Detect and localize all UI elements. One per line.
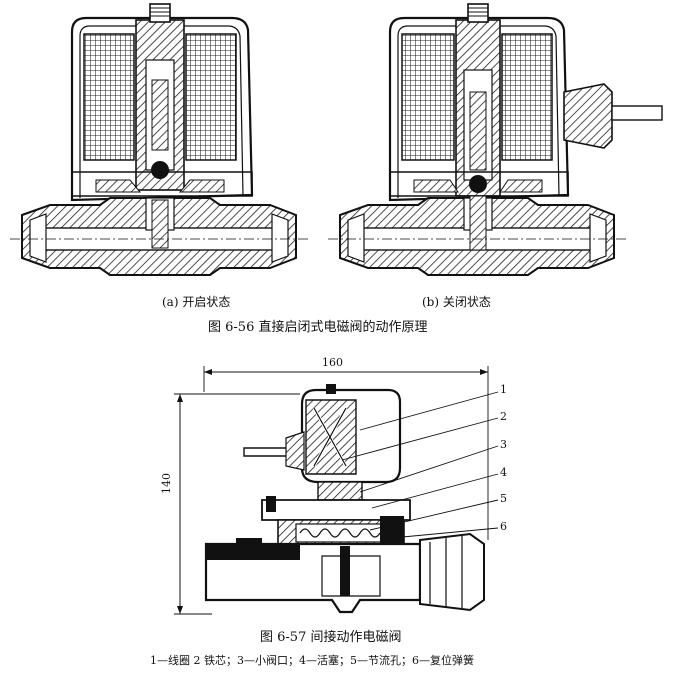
cable-gland xyxy=(563,83,613,149)
callout-5: 5 xyxy=(500,492,507,505)
figure-57-legend: 1—线圈 2 铁芯；3—小阀口；4—活塞；5—节流孔；6—复位弹簧 xyxy=(150,654,474,667)
callout-leaders xyxy=(341,391,499,539)
figure-56-caption: 图 6-56 直接启闭式电磁阀的动作原理 xyxy=(208,320,428,335)
callout-4: 4 xyxy=(500,466,507,479)
coil-winding-right xyxy=(185,33,237,161)
coil-winding-left xyxy=(83,33,135,161)
dimension-width-label: 160 xyxy=(322,356,343,369)
callout-3: 3 xyxy=(500,438,507,451)
subcaption-open-state: (a) 开启状态 xyxy=(162,295,231,309)
callout-1: 1 xyxy=(500,383,507,396)
callout-6: 6 xyxy=(500,520,507,533)
fitting-nut xyxy=(419,532,485,612)
indirect-valve-drawing xyxy=(174,366,489,615)
coil-winding-left xyxy=(401,33,455,161)
dimension-height-label: 140 xyxy=(160,473,173,494)
callout-2: 2 xyxy=(500,410,507,423)
coil-winding-right xyxy=(501,33,553,161)
valve-open-drawing xyxy=(10,3,310,276)
valve-closed-drawing xyxy=(328,3,663,276)
subcaption-closed-state: (b) 关闭状态 xyxy=(422,295,491,309)
lead-wire xyxy=(611,105,663,121)
figure-57-caption: 图 6-57 间接动作电磁阀 xyxy=(260,630,402,645)
